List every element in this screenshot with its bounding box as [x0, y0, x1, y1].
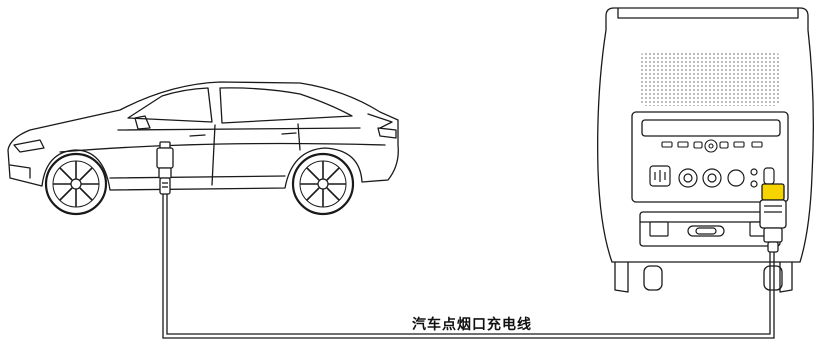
car-wheel-front: [44, 152, 108, 216]
car-body-outline: [7, 81, 399, 191]
car-taillight: [377, 127, 397, 139]
station-vent-grille: [640, 52, 780, 106]
car-door-handle-front: [189, 134, 206, 137]
cable-label: 汽车点烟口充电线: [412, 317, 532, 333]
station-wheel-right: [763, 265, 783, 291]
dc-output-plug-icon: [759, 183, 787, 253]
car-character-line: [59, 142, 386, 153]
station-panel: [631, 111, 789, 203]
station-wheel-left: [643, 265, 663, 291]
station-leg-right: [779, 262, 793, 293]
station-base-sockets: [649, 221, 769, 237]
station-body: [597, 7, 814, 263]
car-illustration: [7, 81, 399, 191]
car-window-rear: [219, 87, 353, 124]
station-top-rail: [617, 8, 799, 19]
station-outlets: [649, 165, 775, 188]
car-side-sill: [109, 175, 286, 179]
station-top-strip: [641, 119, 781, 137]
car-belt-line: [117, 127, 361, 131]
car-mirror: [134, 115, 151, 130]
cigarette-plug-icon: [156, 141, 174, 195]
car-grille: [9, 164, 31, 179]
car-wheel-rear: [291, 152, 355, 216]
station-port-row: [661, 139, 763, 153]
charging-cable: [162, 194, 775, 339]
car-door-handle-rear: [281, 132, 297, 135]
power-button-icon: [727, 169, 745, 187]
car-window-front: [127, 87, 213, 123]
station-leg-left: [614, 262, 629, 293]
power-station-illustration: [597, 7, 814, 293]
car-spoiler: [367, 113, 393, 129]
car-door-line: [211, 124, 216, 186]
car-headlight: [13, 139, 45, 153]
